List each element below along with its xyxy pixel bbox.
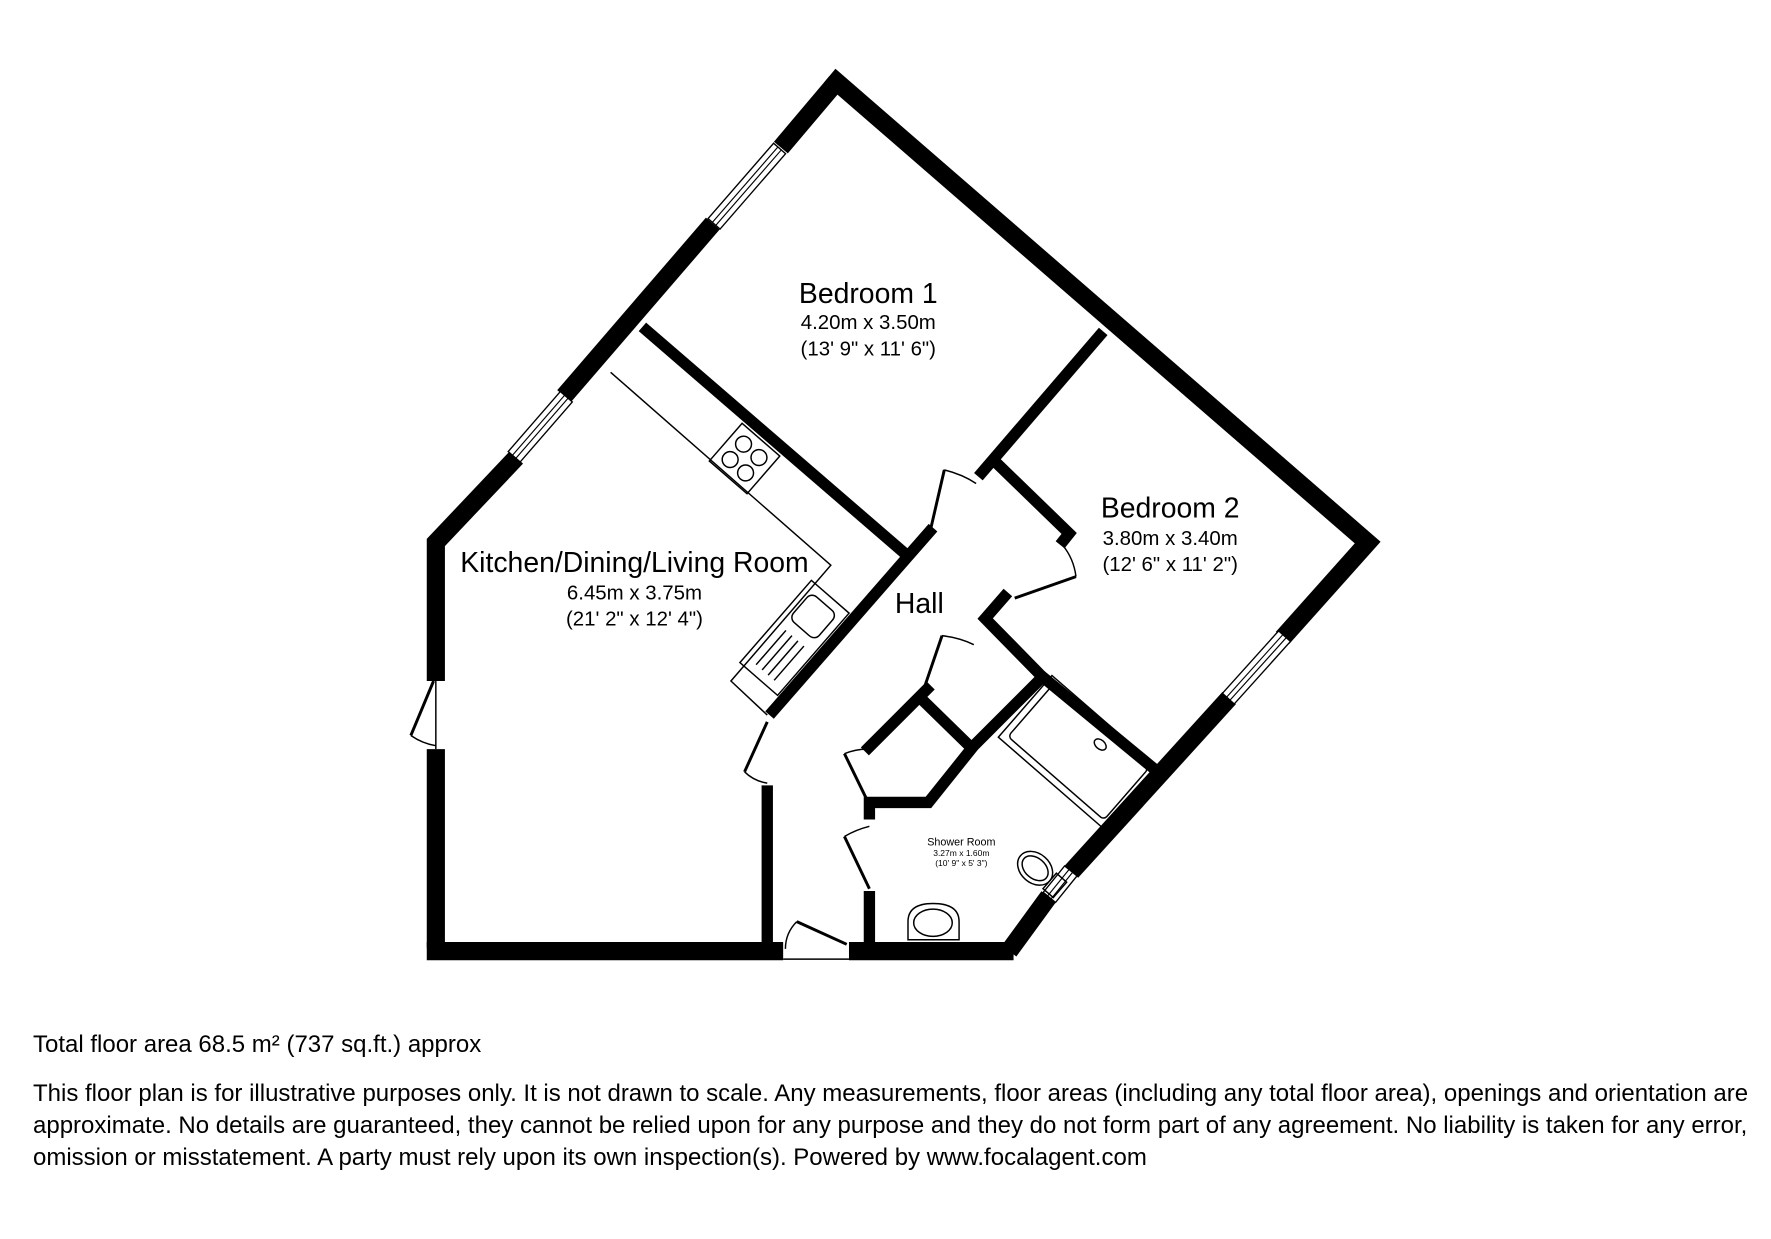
exterior-walls [426, 68, 1381, 961]
shower-name: Shower Room [927, 837, 995, 849]
kitchen-fixtures [610, 371, 851, 716]
kitchen-metric: 6.45m x 3.75m [567, 582, 702, 604]
bedroom2-imperial: (12' 6" x 11' 2") [1102, 554, 1237, 576]
disclaimer-text: This floor plan is for illustrative purp… [33, 1080, 1749, 1171]
basin-icon [907, 902, 960, 941]
bedroom1-name: Bedroom 1 [799, 278, 938, 310]
interior-walls [638, 322, 1162, 948]
shower-metric: 3.27m x 1.60m [933, 848, 989, 858]
doors [409, 469, 1077, 960]
windows [507, 142, 1292, 904]
hall-name: Hall [895, 588, 944, 620]
shower-imperial: (10' 9" x 5' 3") [935, 858, 987, 868]
kitchen-imperial: (21' 2" x 12' 4") [566, 608, 703, 630]
kitchen-name: Kitchen/Dining/Living Room [460, 547, 808, 579]
bedroom1-imperial: (13' 9" x 11' 6") [801, 338, 936, 360]
sink-icon [738, 579, 851, 697]
shower-tray-icon [997, 674, 1160, 831]
total-floor-area: Total floor area 68.5 m² (737 sq.ft.) ap… [33, 1031, 482, 1058]
floor-plan: Bedroom 1 4.20m x 3.50m (13' 9" x 11' 6"… [409, 68, 1381, 961]
bedroom2-metric: 3.80m x 3.40m [1103, 528, 1238, 550]
hob-icon [708, 422, 781, 495]
toilet-icon [1016, 850, 1068, 899]
bathroom-fixtures [907, 674, 1160, 941]
bedroom1-metric: 4.20m x 3.50m [801, 312, 936, 334]
footer: Total floor area 68.5 m² (737 sq.ft.) ap… [33, 1030, 1753, 1174]
bedroom2-name: Bedroom 2 [1101, 493, 1240, 525]
room-labels: Bedroom 1 4.20m x 3.50m (13' 9" x 11' 6"… [460, 278, 1239, 868]
